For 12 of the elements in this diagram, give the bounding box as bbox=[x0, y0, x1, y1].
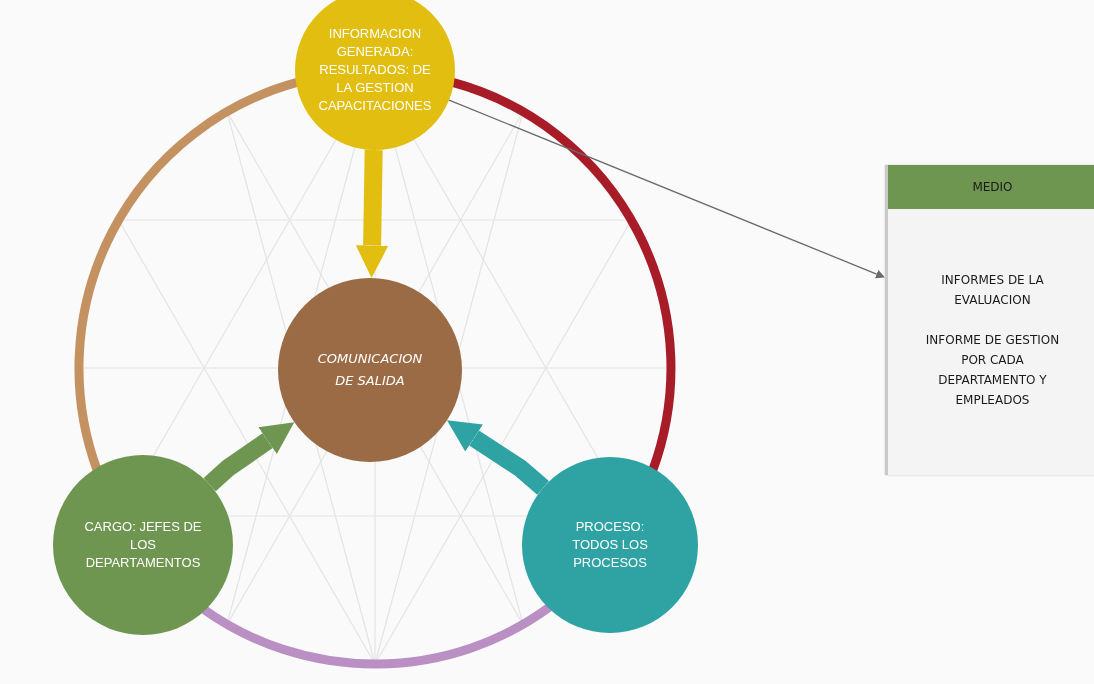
panel-header: MEDIO bbox=[888, 165, 1094, 209]
circle-label: COMUNICACION DE SALIDA bbox=[316, 350, 424, 390]
circle-label: PROCESO: TODOS LOS PROCESOS bbox=[571, 518, 649, 572]
circle-label: INFORMACION GENERADA: RESULTADOS: DE LA GESTION CAPACITACIONES bbox=[317, 25, 433, 115]
circle-label: CARGO: JEFES DE LOS DEPARTAMENTOS bbox=[84, 518, 202, 572]
block-arrow bbox=[203, 422, 295, 492]
panel-text: INFORME DE GESTION POR CADA DEPARTAMENTO Y EMPLEADOS bbox=[924, 332, 1061, 409]
panel-text: INFORMES DE LA EVALUACION bbox=[940, 272, 1045, 309]
info-panel bbox=[885, 165, 1094, 475]
block-arrow bbox=[447, 420, 549, 495]
arrow bbox=[448, 99, 886, 279]
block-arrow bbox=[355, 149, 389, 278]
